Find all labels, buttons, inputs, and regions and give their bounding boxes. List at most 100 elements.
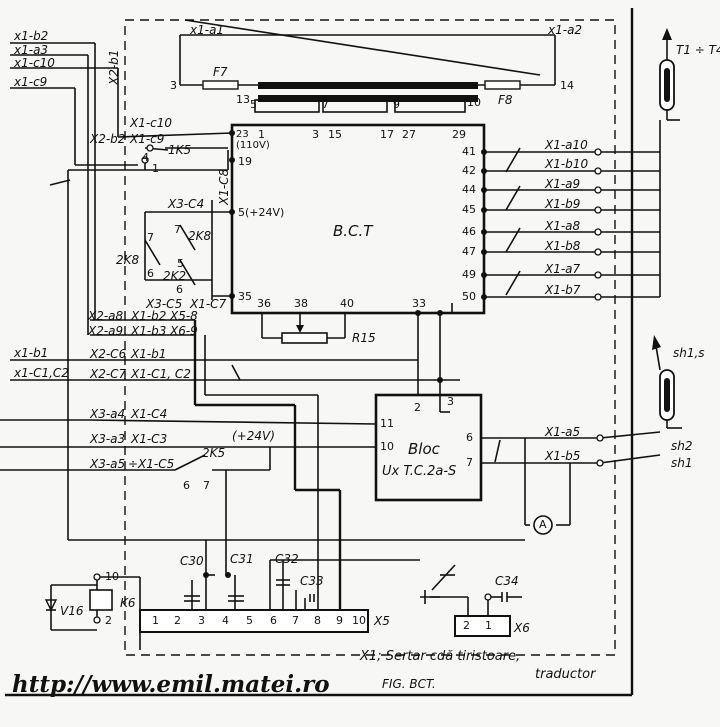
edge-label: x1-b2 <box>14 29 49 43</box>
bct-title: B.C.T <box>333 222 373 240</box>
tap-label: 10 <box>467 96 481 109</box>
capacitor-label: C33 <box>300 574 324 588</box>
diode-label: V16 <box>60 604 84 618</box>
row-terminal: X3-a4 <box>90 407 126 421</box>
capacitor-label: C32 <box>275 552 299 566</box>
left-group-label: X1-c9 <box>130 132 165 146</box>
relay-contact-label: 2K8 <box>188 229 212 243</box>
row-terminal: X2-C7 <box>90 367 127 381</box>
node-label: 5 <box>177 257 184 270</box>
row-terminal: X3-a5 <box>90 457 126 471</box>
x5-pin: 6 <box>270 614 277 627</box>
x5-pin: 5 <box>246 614 253 627</box>
bct-top-pin: 29 <box>452 128 466 141</box>
row-terminal: X1-C4 <box>131 407 168 421</box>
x5-pin: 7 <box>292 614 299 627</box>
bct-right-pin: 46 <box>462 225 476 238</box>
bct-right-pin: 47 <box>462 245 476 258</box>
x1-terminal: X1-a7 <box>545 262 581 276</box>
edge-label: x1-b1 <box>14 346 49 360</box>
edge-label: x1-c10 <box>14 56 55 70</box>
bct-right-pin: 50 <box>462 290 476 303</box>
sensor-label: T1 ÷ T4 <box>676 43 720 57</box>
bloc-subtitle: Ux T.C.2a-S <box>382 464 457 479</box>
row-terminal: X1-b2 <box>131 309 167 323</box>
node-label: 1 <box>152 162 159 175</box>
right-wiring <box>484 120 661 301</box>
node-label: 7 <box>174 223 181 236</box>
x1-terminal: X1-b8 <box>545 239 581 253</box>
bct-top-pin: 27 <box>402 128 416 141</box>
row-terminal: X1-C3 <box>131 432 168 446</box>
ammeter-icon: A <box>539 518 547 531</box>
output-terminal: X1-a5 <box>545 425 581 439</box>
left-incoming-wires <box>0 42 229 540</box>
capacitor-label: C31 <box>230 552 254 566</box>
node-label: 4 <box>142 151 149 164</box>
x5-pin: 9 <box>336 614 343 627</box>
node-label: 7 <box>147 231 154 244</box>
capacitor-label: C34 <box>495 574 519 588</box>
bloc-pin: 11 <box>380 417 394 430</box>
edge-label: x1-a3 <box>14 43 49 57</box>
bct-top-pin: 15 <box>328 128 342 141</box>
edge-label: x1-c9 <box>14 75 48 89</box>
node-label: 2 <box>105 614 112 627</box>
relay-contact-label: 2K2 <box>163 269 187 283</box>
node-label: 7 <box>203 479 210 492</box>
bloc-pin: 6 <box>466 431 473 444</box>
figure-label: FIG. BCT. <box>382 677 436 691</box>
bct-bottom-pin: 38 <box>294 297 308 310</box>
tap-label: 5 <box>250 98 257 111</box>
x6-pin: 1 <box>485 619 492 632</box>
left-group-label: X2-b2 <box>90 132 126 146</box>
supply-label: (+24V) <box>232 429 275 443</box>
x1-terminal: X1-a8 <box>545 219 581 233</box>
relay-label: K6 <box>120 596 136 610</box>
node-3: 3 <box>170 79 177 92</box>
x1-terminal: X1-a10 <box>545 138 588 152</box>
r15-label: R15 <box>352 331 376 345</box>
top-left-pin: x1-a1 <box>190 23 225 37</box>
row-terminal: X1-b1 <box>131 347 167 361</box>
bct-right-pin: 44 <box>462 183 476 196</box>
left-group-label: X3-C5 <box>146 297 183 311</box>
x5-pin: 2 <box>174 614 181 627</box>
row-terminal: ÷X1-C5 <box>128 457 175 471</box>
tap-label: 7 <box>322 98 329 111</box>
row-terminal: X1-b3 <box>131 324 167 338</box>
bct-left-terminals <box>229 130 235 299</box>
bct-top-pin: 3 <box>312 128 319 141</box>
mid-wires <box>89 319 440 610</box>
bct-left-pin: 5(+24V) <box>238 206 285 219</box>
fuse-f8-label: F8 <box>498 93 513 107</box>
x5-pin: 10 <box>352 614 366 627</box>
node-14: 14 <box>560 79 574 92</box>
x5-pin: 3 <box>198 614 205 627</box>
node-label: 6 <box>176 283 183 296</box>
bloc-pin: 10 <box>380 440 394 453</box>
footer-caption: traductor <box>535 667 596 682</box>
x1-terminal: X1-b9 <box>545 197 581 211</box>
bct-bottom-pin: 36 <box>257 297 271 310</box>
x5-label: X5 <box>374 614 390 628</box>
node-label: 6 <box>147 267 154 280</box>
left-group-label: X1-C8 <box>217 168 231 205</box>
row-terminal: X2-a9 <box>88 324 124 338</box>
sensor-label: sh1 <box>671 456 693 470</box>
sensor-label: sh1,s <box>673 346 705 360</box>
bct-bottom-pin: 40 <box>340 297 354 310</box>
row-terminal: X3-a3 <box>90 432 126 446</box>
bloc-pin: 2 <box>414 401 421 414</box>
bloc-pin: 3 <box>447 395 454 408</box>
bloc-pin: 7 <box>466 456 473 469</box>
left-group-label: X1-C7 <box>190 297 227 311</box>
x5-pin: 4 <box>222 614 229 627</box>
sensor-label: sh2 <box>671 439 693 453</box>
x6-label: X6 <box>514 621 530 635</box>
output-terminal: X1-b5 <box>545 449 581 463</box>
bct-right-pin: 41 <box>462 145 476 158</box>
bct-top-pin: 17 <box>380 128 394 141</box>
bct-left-pin: 35 <box>238 290 252 303</box>
relay-contact-label: 1K5 <box>168 143 192 157</box>
